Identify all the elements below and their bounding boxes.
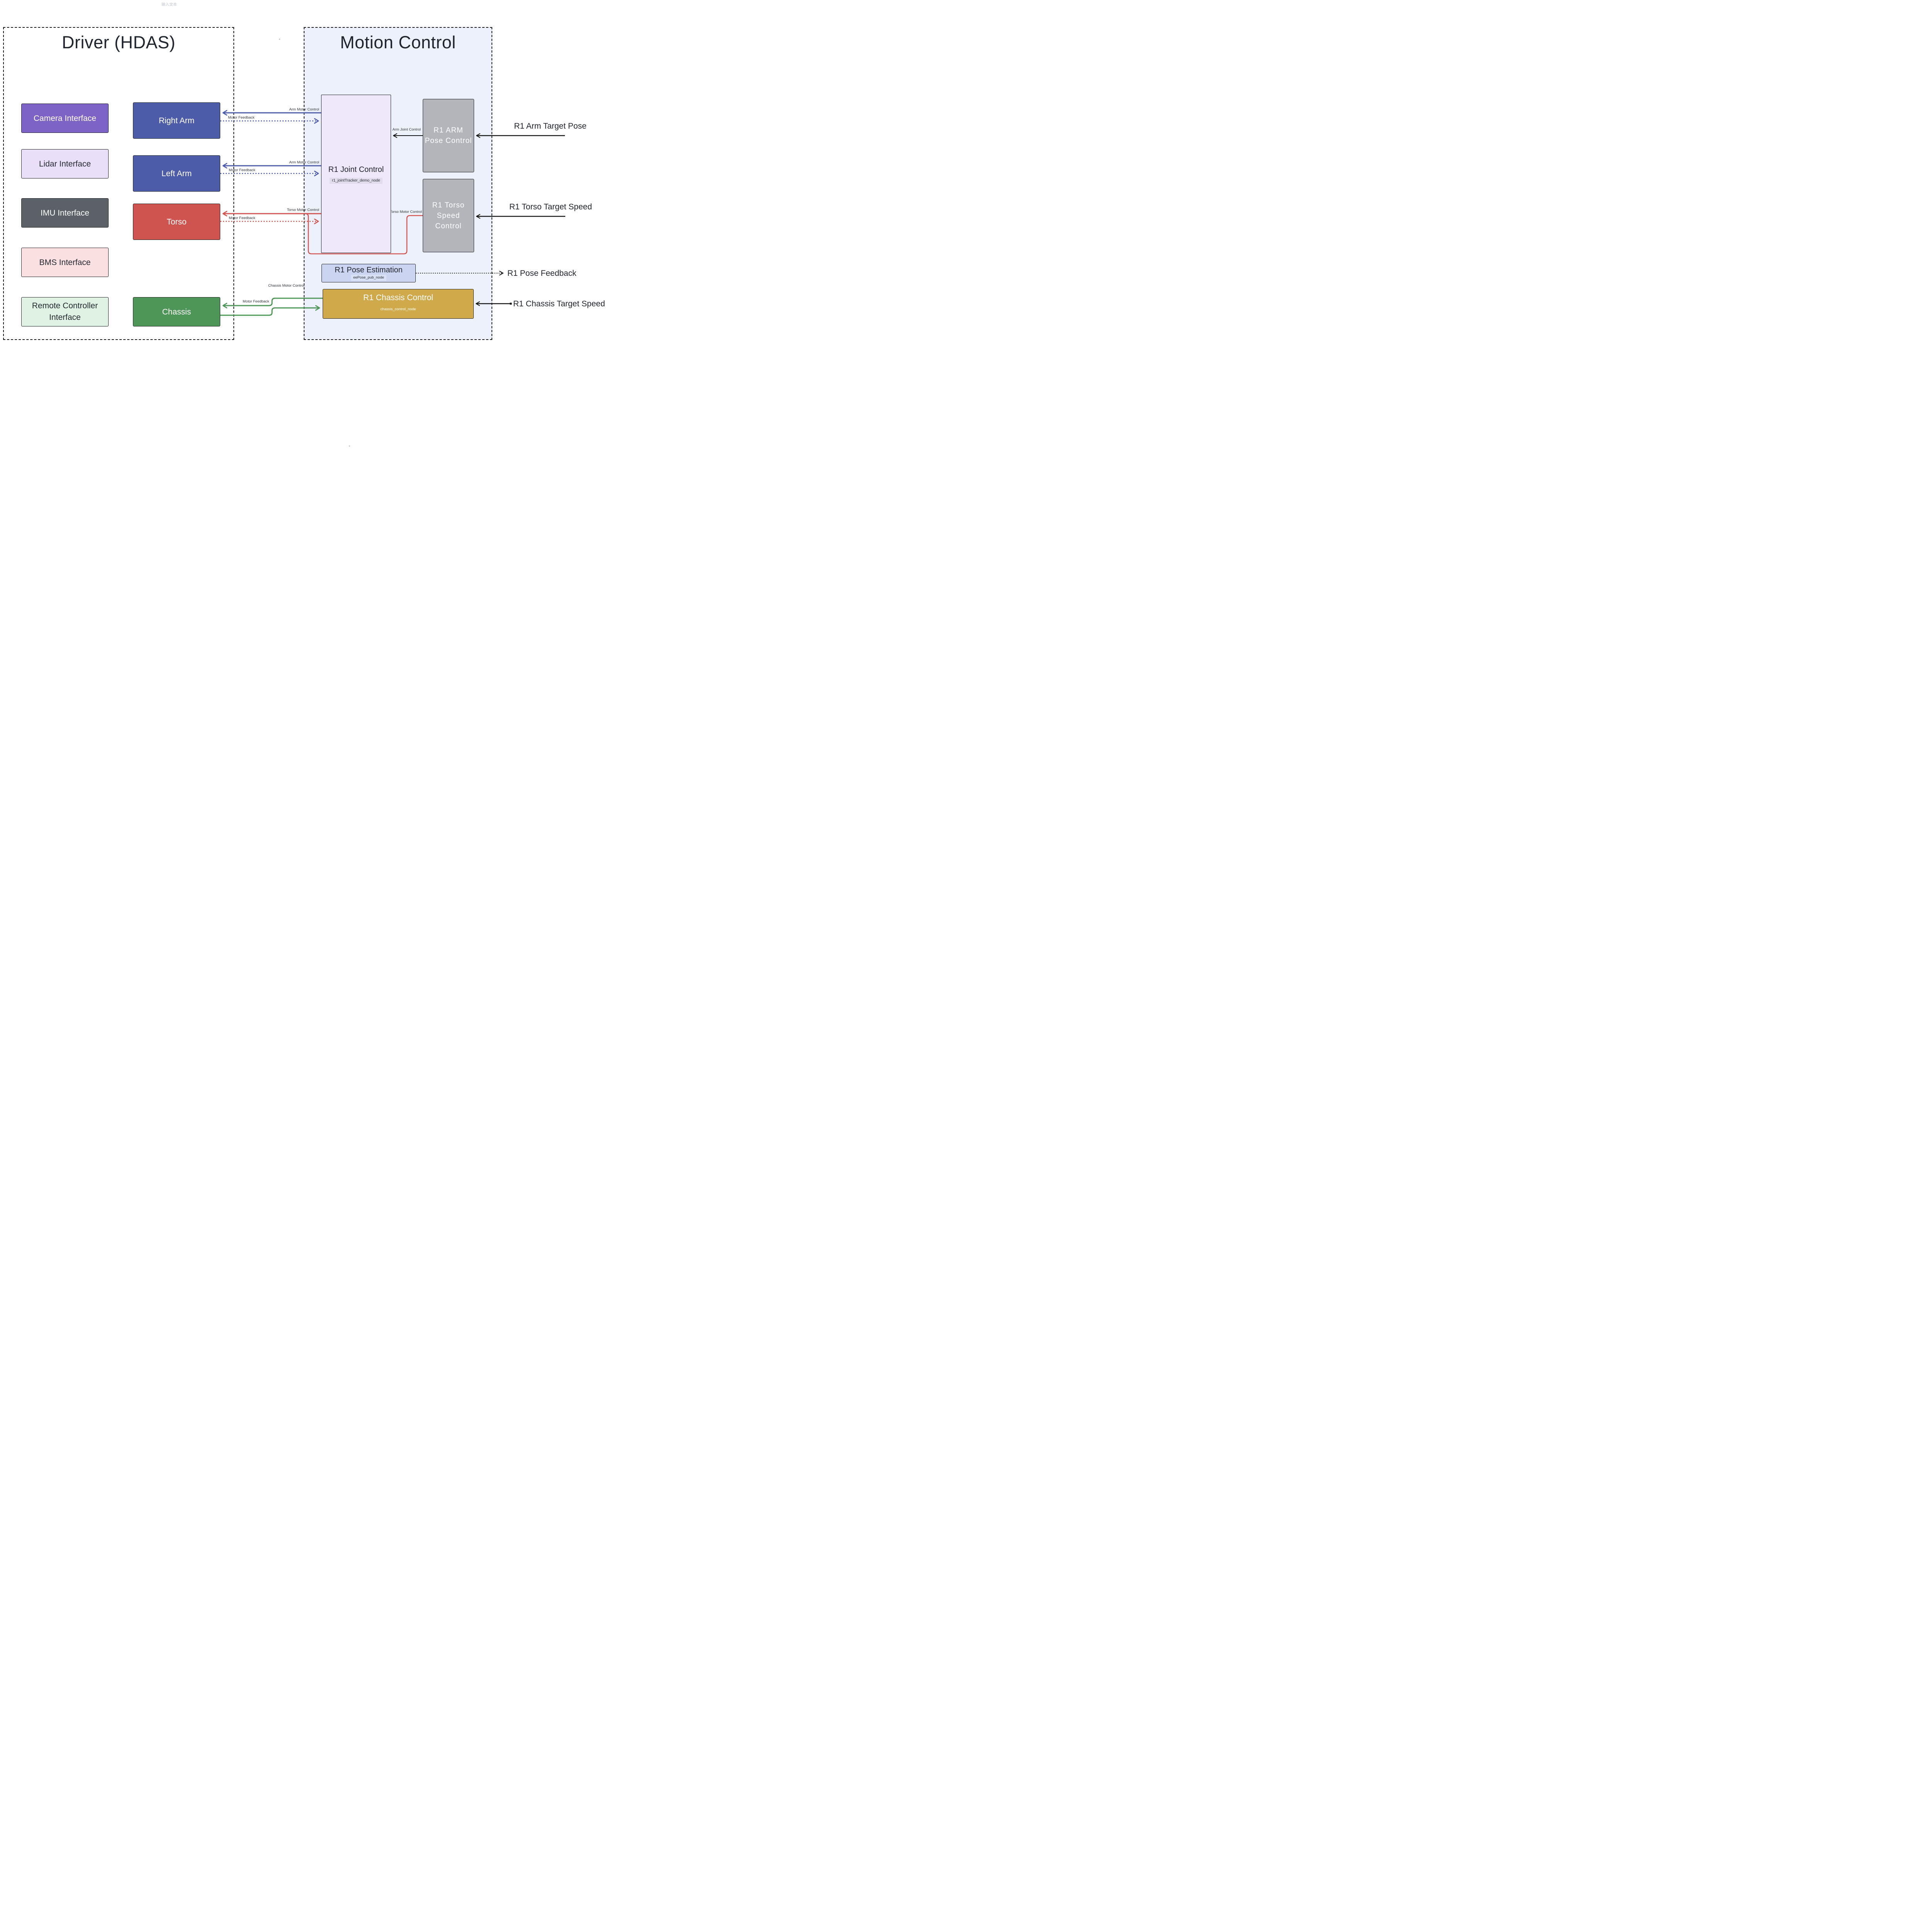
edge-label-right-arm-motor-feedback: Motor Feedback [228,116,255,120]
node-imu-interface: IMU Interface [21,198,109,228]
speck [279,39,280,40]
motion-section-title: Motion Control [340,32,456,52]
node-subtitle: r1_jointTracker_demo_node [330,177,383,184]
node-label: Torso [167,217,187,226]
node-label: Chassis [162,307,191,316]
node-chassis: Chassis [133,297,220,326]
node-lidar-interface: Lidar Interface [21,149,109,178]
node-label: IMU Interface [40,208,90,218]
node-camera-interface: Camera Interface [21,104,109,133]
node-title: R1 Pose Estimation [335,265,403,274]
node-label: Camera Interface [33,114,97,123]
edge-label-torso-motor-feedback: Motor Feedback [229,216,255,220]
node-label-line1: R1 Torso [432,201,465,209]
edge-label-arm-joint-control: Arm Joint Control [393,127,421,132]
speck [349,445,350,447]
node-right-arm: Right Arm [133,102,220,139]
node-torso: Torso [133,204,220,240]
node-label-line1: R1 ARM [434,126,463,134]
node-label-line2: Interface [49,313,81,322]
driver-section-title: Driver (HDAS) [62,32,175,52]
node-left-arm: Left Arm [133,155,220,192]
edge-label-torso-speed-output: Torso Motor Control [390,210,422,214]
edge-chassis-target-speed-endpoint [510,303,512,305]
node-r1-pose-estimation: R1 Pose Estimation eePose_pub_node [321,264,416,282]
node-label-line2: Pose Control [425,137,472,145]
label-arm-target-pose: R1 Arm Target Pose [514,122,587,131]
node-label: Right Arm [158,116,195,125]
edge-label-left-arm-motor-control: Arm Motor Control [289,160,319,165]
node-label: Left Arm [161,169,192,178]
edge-label-chassis-motor-control: Chassis Motor Control [268,284,304,288]
node-label-line2: Speed [437,211,460,220]
node-subtitle: eePose_pub_node [351,274,386,281]
node-r1-arm-pose-control: R1 ARM Pose Control [423,99,474,172]
edge-torso-speed-output [305,213,423,255]
node-label: Lidar Interface [39,159,91,168]
node-label-line3: Control [435,222,462,230]
node-r1-torso-speed-control: R1 Torso Speed Control [423,179,474,252]
node-remote-controller-interface: Remote Controller Interface [21,297,109,326]
edge-chassis-motor-feedback [223,297,323,306]
node-label-line1: Remote Controller [32,301,98,310]
node-label: BMS Interface [39,258,91,267]
diagram-canvas: 输入文本 Driver (HDAS) Motion Control Arm Mo… [0,0,606,449]
edge-label-right-arm-motor-control: Arm Motor Control [289,107,319,112]
node-r1-chassis-control: R1 Chassis Control chassis_control_node [323,289,474,319]
node-subtitle: chassis_control_node [380,307,416,311]
node-bms-interface: BMS Interface [21,248,109,277]
node-title: R1 Chassis Control [363,293,433,302]
editor-placeholder-text: 输入文本 [162,3,177,7]
edge-label-torso-motor-control: Torso Motor Control [287,208,319,212]
label-torso-target-speed: R1 Torso Target Speed [509,202,592,211]
label-pose-feedback: R1 Pose Feedback [507,269,577,278]
label-chassis-target-speed: R1 Chassis Target Speed [513,299,605,308]
node-title: R1 Joint Control [328,165,384,174]
edge-label-chassis-motor-feedback: Motor Feedback [243,299,269,304]
edge-chassis-motor-control [220,308,320,316]
node-r1-joint-control: R1 Joint Control r1_jointTracker_demo_no… [321,95,391,253]
edge-layer: Arm Motor Control Motor Feedback Arm Mot… [220,107,605,316]
edge-label-left-arm-motor-feedback: Motor Feedback [229,168,255,172]
